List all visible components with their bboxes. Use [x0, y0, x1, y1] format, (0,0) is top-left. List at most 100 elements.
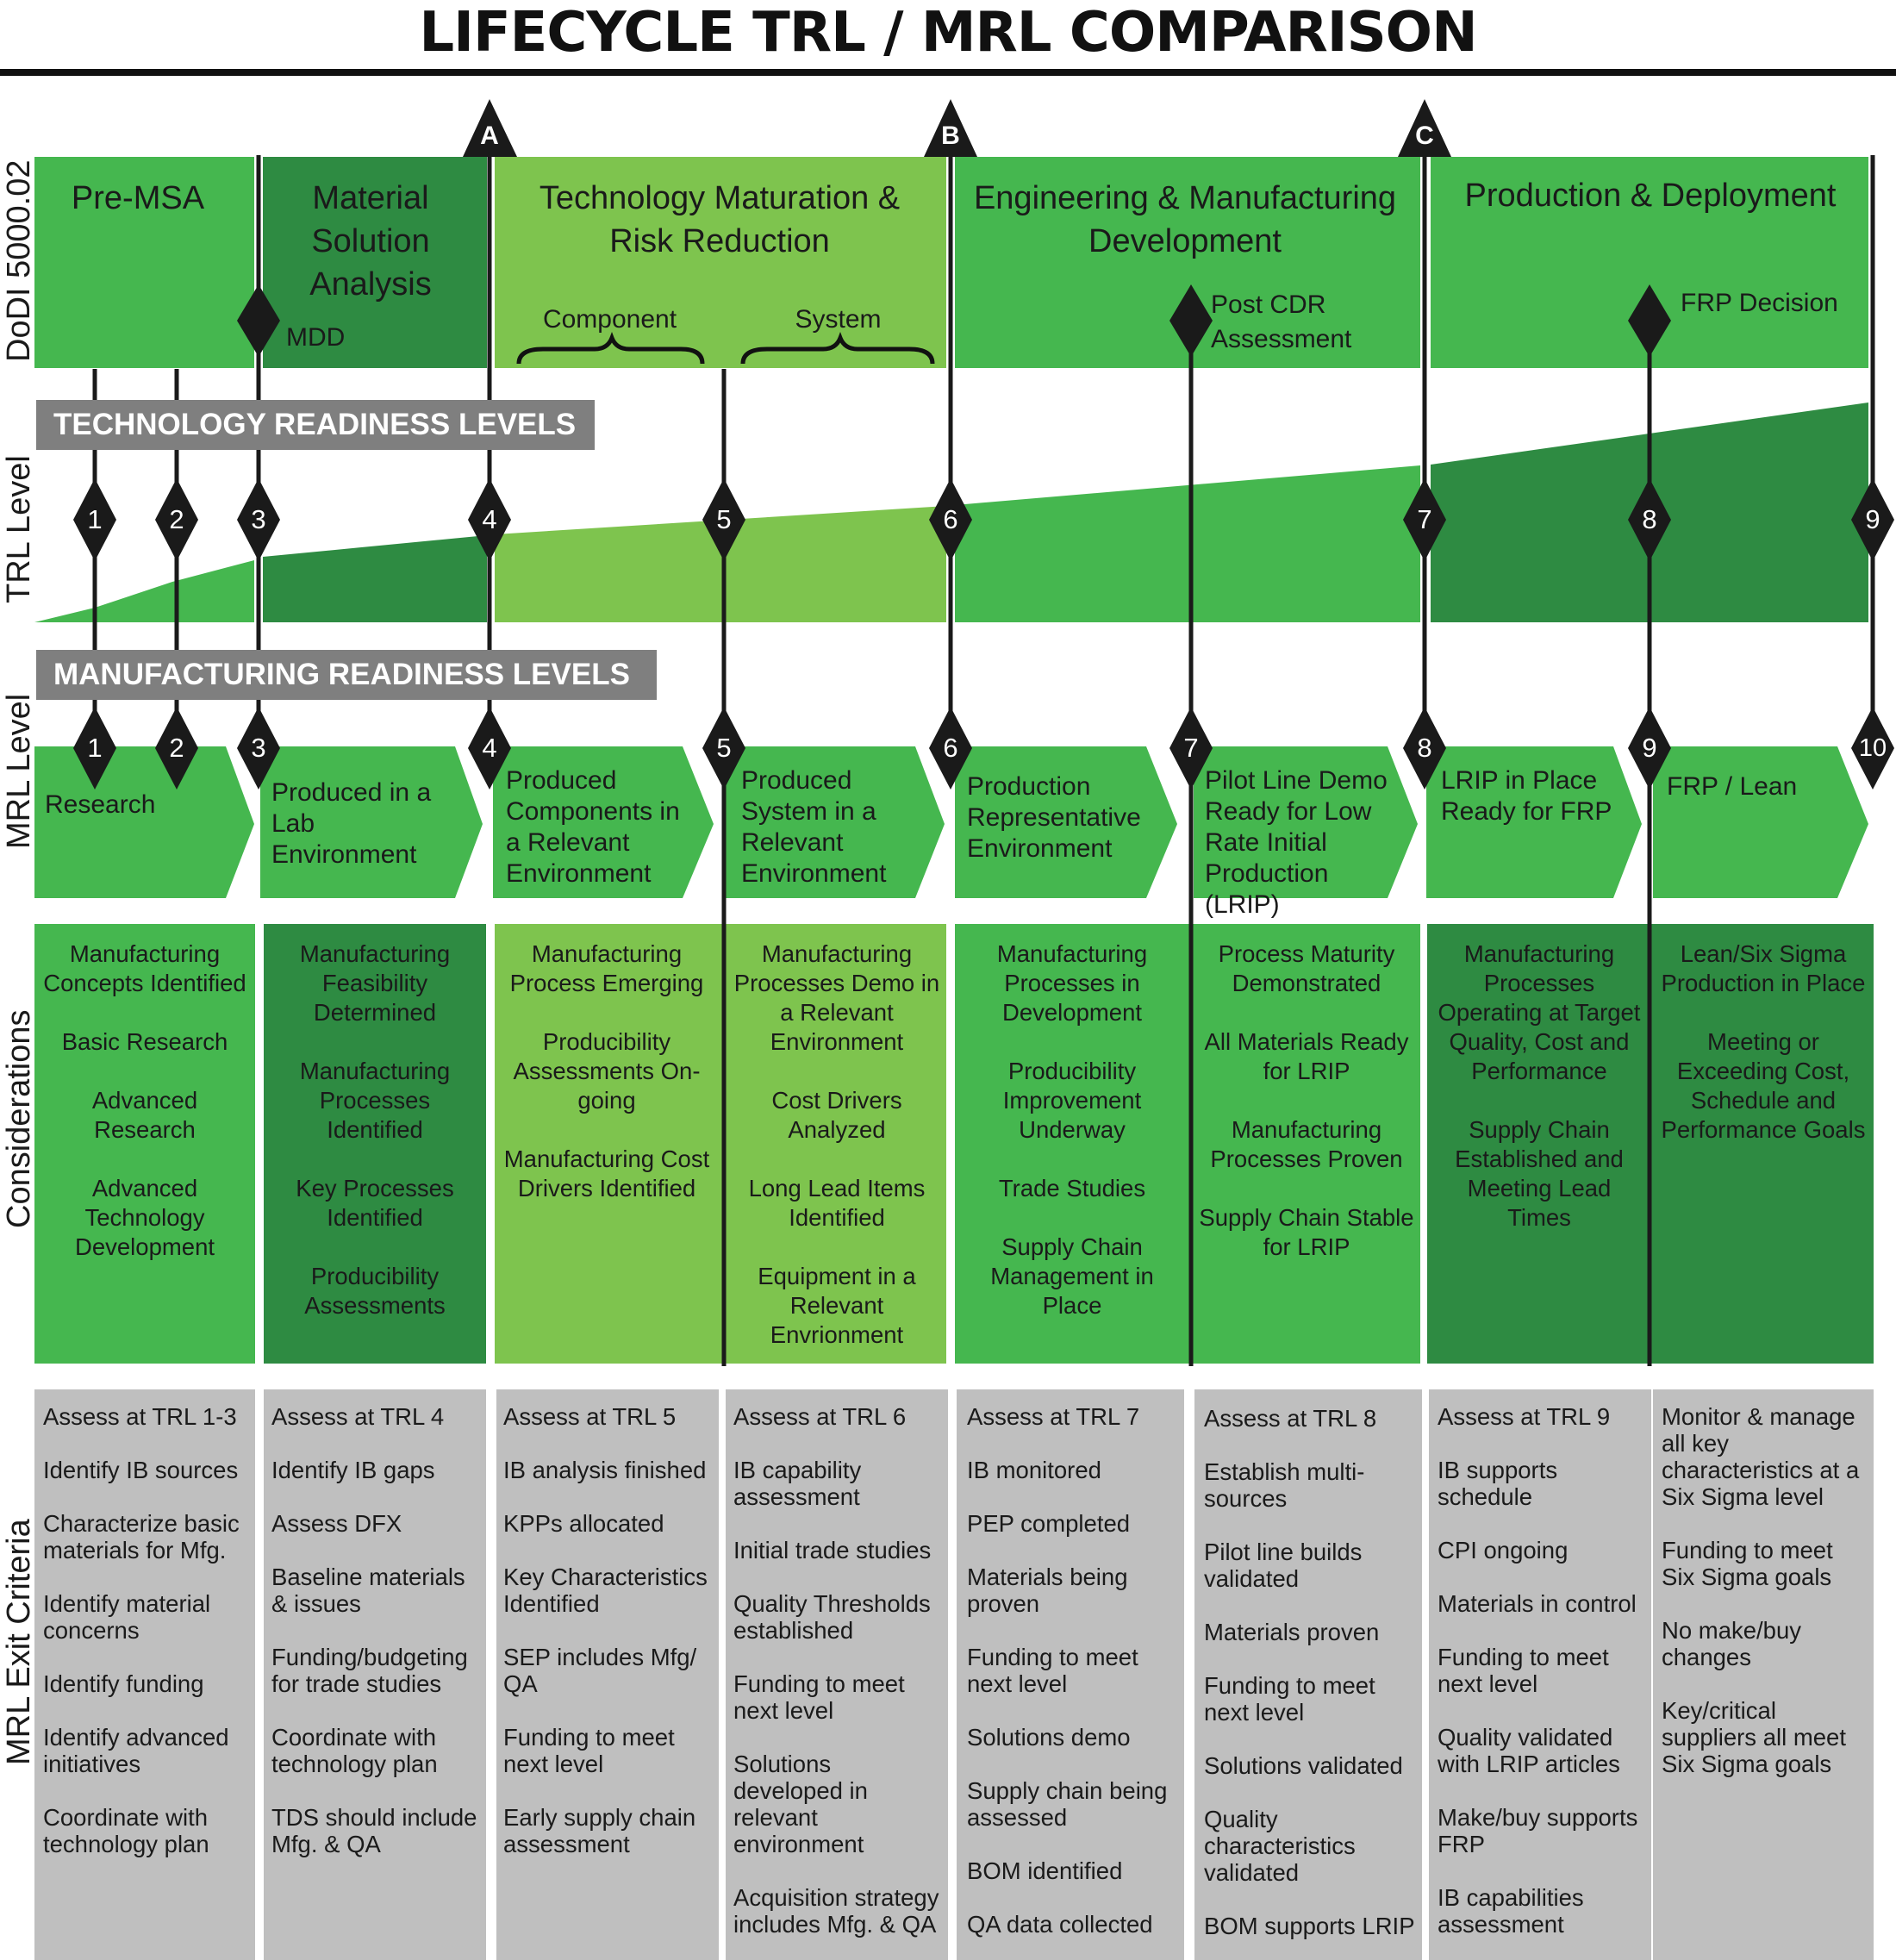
- exit-item: Funding to meet next level: [733, 1670, 905, 1724]
- exit-item: QA data collected: [967, 1911, 1153, 1938]
- trl-number-5: 5: [716, 504, 732, 534]
- mrl-desc-5: Production Representative Environment: [967, 772, 1141, 863]
- exit-item: Assess at TRL 4: [271, 1403, 445, 1430]
- trl-number-4: 4: [482, 504, 497, 534]
- consideration-item: Producibility Assessments: [304, 1263, 446, 1319]
- exit-box-4: [726, 1389, 948, 1960]
- exit-item: Identify IB gaps: [271, 1457, 435, 1483]
- exit-box-8: [1653, 1389, 1874, 1960]
- consideration-item: Manufacturing Feasibility Determined: [299, 940, 451, 1026]
- mrl-diamond-5: [702, 707, 745, 790]
- post-cdr-diamond: [1169, 284, 1213, 357]
- considerations-col-2: Manufacturing Feasibility Determined Man…: [269, 939, 481, 1350]
- mrl-row-label: MRL Level: [1, 693, 37, 849]
- exit-item: Solutions developed in relevant environm…: [733, 1751, 868, 1857]
- trl-area-emd: [955, 465, 1420, 622]
- trl-area-msa: [263, 535, 487, 622]
- exit-item: KPPs allocated: [503, 1510, 664, 1537]
- mrl-diamond-7: [1169, 707, 1213, 790]
- exit-item: Quality validated with LRIP articles: [1438, 1724, 1620, 1777]
- exit-box-6: [1194, 1389, 1422, 1960]
- mrl-number-10: 10: [1858, 734, 1887, 762]
- mrl-desc-1: Research: [45, 790, 156, 819]
- consideration-item: Producibility Improvement Underway: [1002, 1058, 1142, 1143]
- mrl-desc-2: Produced in a Lab Environment: [271, 778, 432, 869]
- considerations-col-6: Process Maturity Demonstrated All Materi…: [1198, 939, 1415, 1291]
- considerations-col-8: Lean/Six Sigma Production in Place Meeti…: [1658, 939, 1868, 1174]
- exit-criteria-col-5: Assess at TRL 7 IB monitored PEP complet…: [967, 1403, 1182, 1960]
- mrl-number-2: 2: [169, 733, 184, 763]
- exit-item: Funding to meet next level: [1204, 1672, 1375, 1726]
- exit-item: Coordinate with technology plan: [271, 1724, 438, 1777]
- consideration-item: Manufacturing Process Emerging: [509, 940, 704, 996]
- considerations-box-1: [34, 924, 255, 1364]
- consideration-item: Supply Chain Stable for LRIP: [1199, 1204, 1414, 1260]
- exit-criteria-col-1: Assess at TRL 1-3 Identify IB sources Ch…: [43, 1403, 250, 1884]
- exit-item: Baseline materials & issues: [271, 1564, 465, 1617]
- trl-diamond-3: [237, 478, 280, 561]
- mrl-number-4: 4: [482, 733, 497, 763]
- exit-item: Supply chain being assessed: [967, 1777, 1168, 1831]
- mrl-diamond-2: [155, 707, 198, 790]
- sub-phase-component: Component: [542, 305, 677, 334]
- exit-criteria-col-4: Assess at TRL 6 IB capability assessment…: [733, 1403, 945, 1960]
- exit-box-1: [34, 1389, 255, 1960]
- consideration-item: Manufacturing Processes Identified: [299, 1058, 451, 1143]
- mrl-number-6: 6: [943, 733, 958, 763]
- mdd-label: MDD: [286, 323, 346, 352]
- mrl-diamond-10: [1851, 707, 1894, 790]
- consideration-item: Lean/Six Sigma Production in Place: [1661, 940, 1866, 996]
- mdd-diamond: [237, 284, 280, 357]
- exit-item: Characterize basic materials for Mfg.: [43, 1510, 240, 1564]
- milestone-a-triangle: [463, 99, 517, 157]
- exit-item: Funding to meet next level: [1438, 1644, 1609, 1697]
- considerations-box-8: [1651, 924, 1874, 1364]
- exit-item: Key/critical suppliers all meet Six Sigm…: [1662, 1697, 1846, 1777]
- mrl-number-7: 7: [1183, 733, 1199, 763]
- title-rule: [0, 69, 1896, 76]
- mrl-diamond-6: [929, 707, 972, 790]
- exit-item: Materials proven: [1204, 1619, 1380, 1645]
- exit-criteria-row-label: MRL Exit Criteria: [1, 1519, 37, 1765]
- exit-item: Funding to meet Six Sigma goals: [1662, 1537, 1833, 1590]
- phase-tmrr: Technology Maturation & Risk Reduction: [539, 180, 901, 259]
- consideration-item: Manufacturing Processes Proven: [1210, 1116, 1403, 1172]
- exit-item: CPI ongoing: [1438, 1537, 1569, 1564]
- consideration-item: Advanced Technology Development: [74, 1175, 215, 1260]
- exit-item: Solutions validated: [1204, 1752, 1403, 1779]
- system-brace: [740, 332, 935, 365]
- mrl-desc-7: LRIP in Place Ready for FRP: [1441, 766, 1612, 826]
- exit-item: IB analysis finished: [503, 1457, 707, 1483]
- consideration-item: Producibility Assessments On-going: [513, 1028, 701, 1114]
- consideration-item: Trade Studies: [998, 1175, 1146, 1202]
- component-brace: [516, 332, 705, 365]
- exit-criteria-col-2: Assess at TRL 4 Identify IB gaps Assess …: [271, 1403, 483, 1884]
- exit-item: IB capability assessment: [733, 1457, 862, 1510]
- milestone-b-label: B: [941, 122, 960, 150]
- exit-criteria-col-8: Monitor & manage all key characteristics…: [1662, 1403, 1872, 1804]
- mrl-chevron-3: [493, 746, 714, 898]
- trl-number-2: 2: [169, 504, 184, 534]
- exit-item: Assess at TRL 8: [1204, 1405, 1377, 1432]
- exit-item: Coordinate with technology plan: [43, 1804, 209, 1857]
- trl-number-9: 9: [1865, 504, 1880, 534]
- exit-item: Early supply chain assessment: [503, 1804, 696, 1857]
- consideration-item: All Materials Ready for LRIP: [1204, 1028, 1409, 1084]
- exit-item: Quality characteristics validated: [1204, 1806, 1356, 1886]
- trl-number-6: 6: [943, 504, 958, 534]
- exit-criteria-col-6: Assess at TRL 8 Establish multi-sources …: [1204, 1405, 1419, 1960]
- consideration-item: Advanced Research: [91, 1087, 198, 1143]
- considerations-row-label: Considerations: [1, 1009, 37, 1228]
- consideration-item: Supply Chain Established and Meeting Lea…: [1455, 1116, 1624, 1231]
- trl-diamond-4: [468, 478, 511, 561]
- phase-pre-msa: Pre-MSA: [71, 180, 205, 216]
- exit-item: TDS should include Mfg. & QA: [271, 1804, 477, 1857]
- exit-item: Assess at TRL 6: [733, 1403, 907, 1430]
- exit-box-7: [1429, 1389, 1651, 1960]
- exit-item: Assess at TRL 1-3: [43, 1403, 237, 1430]
- mrl-chevron-5: [955, 746, 1177, 898]
- exit-item: Assess at TRL 5: [503, 1403, 677, 1430]
- mrl-chevron-4: [726, 746, 945, 898]
- phase-box-tmrr: [495, 157, 946, 368]
